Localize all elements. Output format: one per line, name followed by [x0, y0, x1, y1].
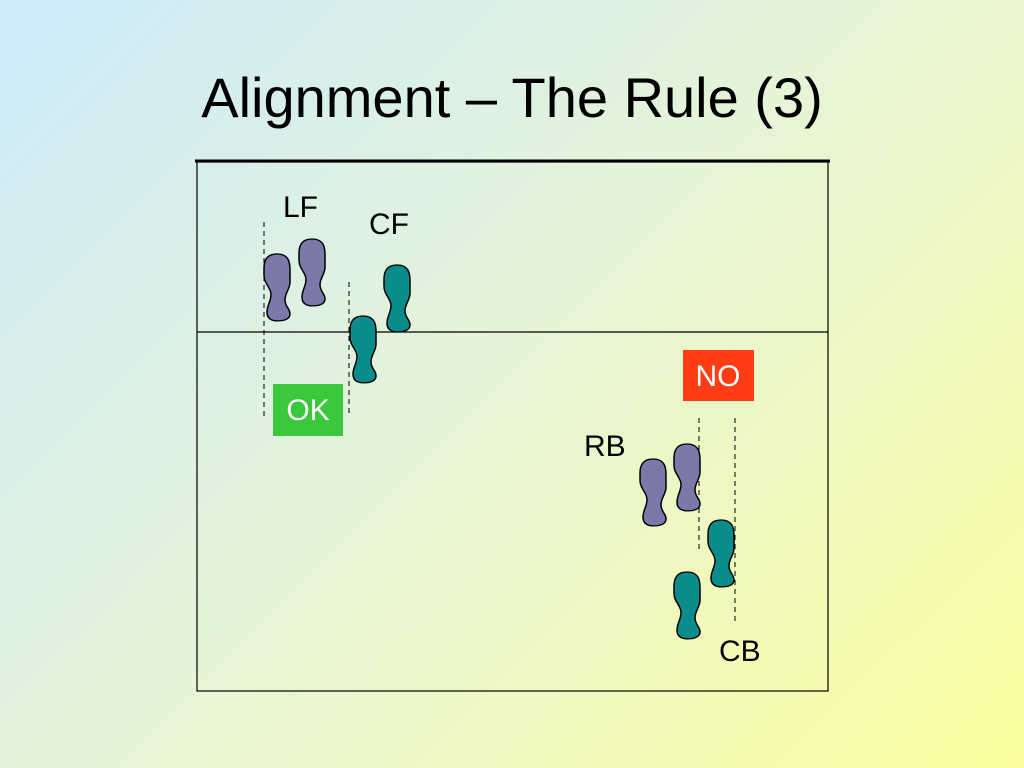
- lf-left-foot-icon: [263, 253, 291, 322]
- no-badge-text: NO: [696, 360, 741, 393]
- cb-label: CB: [719, 635, 761, 668]
- cb-right-foot-icon: [707, 519, 735, 588]
- cf-right-foot-icon: [383, 264, 411, 333]
- lf-label: LF: [283, 191, 318, 224]
- cf-label: CF: [369, 208, 409, 241]
- rb-left-foot-icon: [639, 458, 667, 527]
- slide-title: Alignment – The Rule (3): [201, 66, 823, 129]
- cb-left-foot-icon: [673, 571, 701, 640]
- ok-badge-text: OK: [286, 394, 329, 427]
- no-badge: [683, 350, 754, 401]
- rb-label: RB: [584, 430, 626, 463]
- cf-left-foot-icon: [349, 315, 377, 384]
- rb-right-foot-icon: [673, 443, 701, 512]
- ok-badge: [273, 384, 343, 436]
- lf-right-foot-icon: [298, 238, 326, 307]
